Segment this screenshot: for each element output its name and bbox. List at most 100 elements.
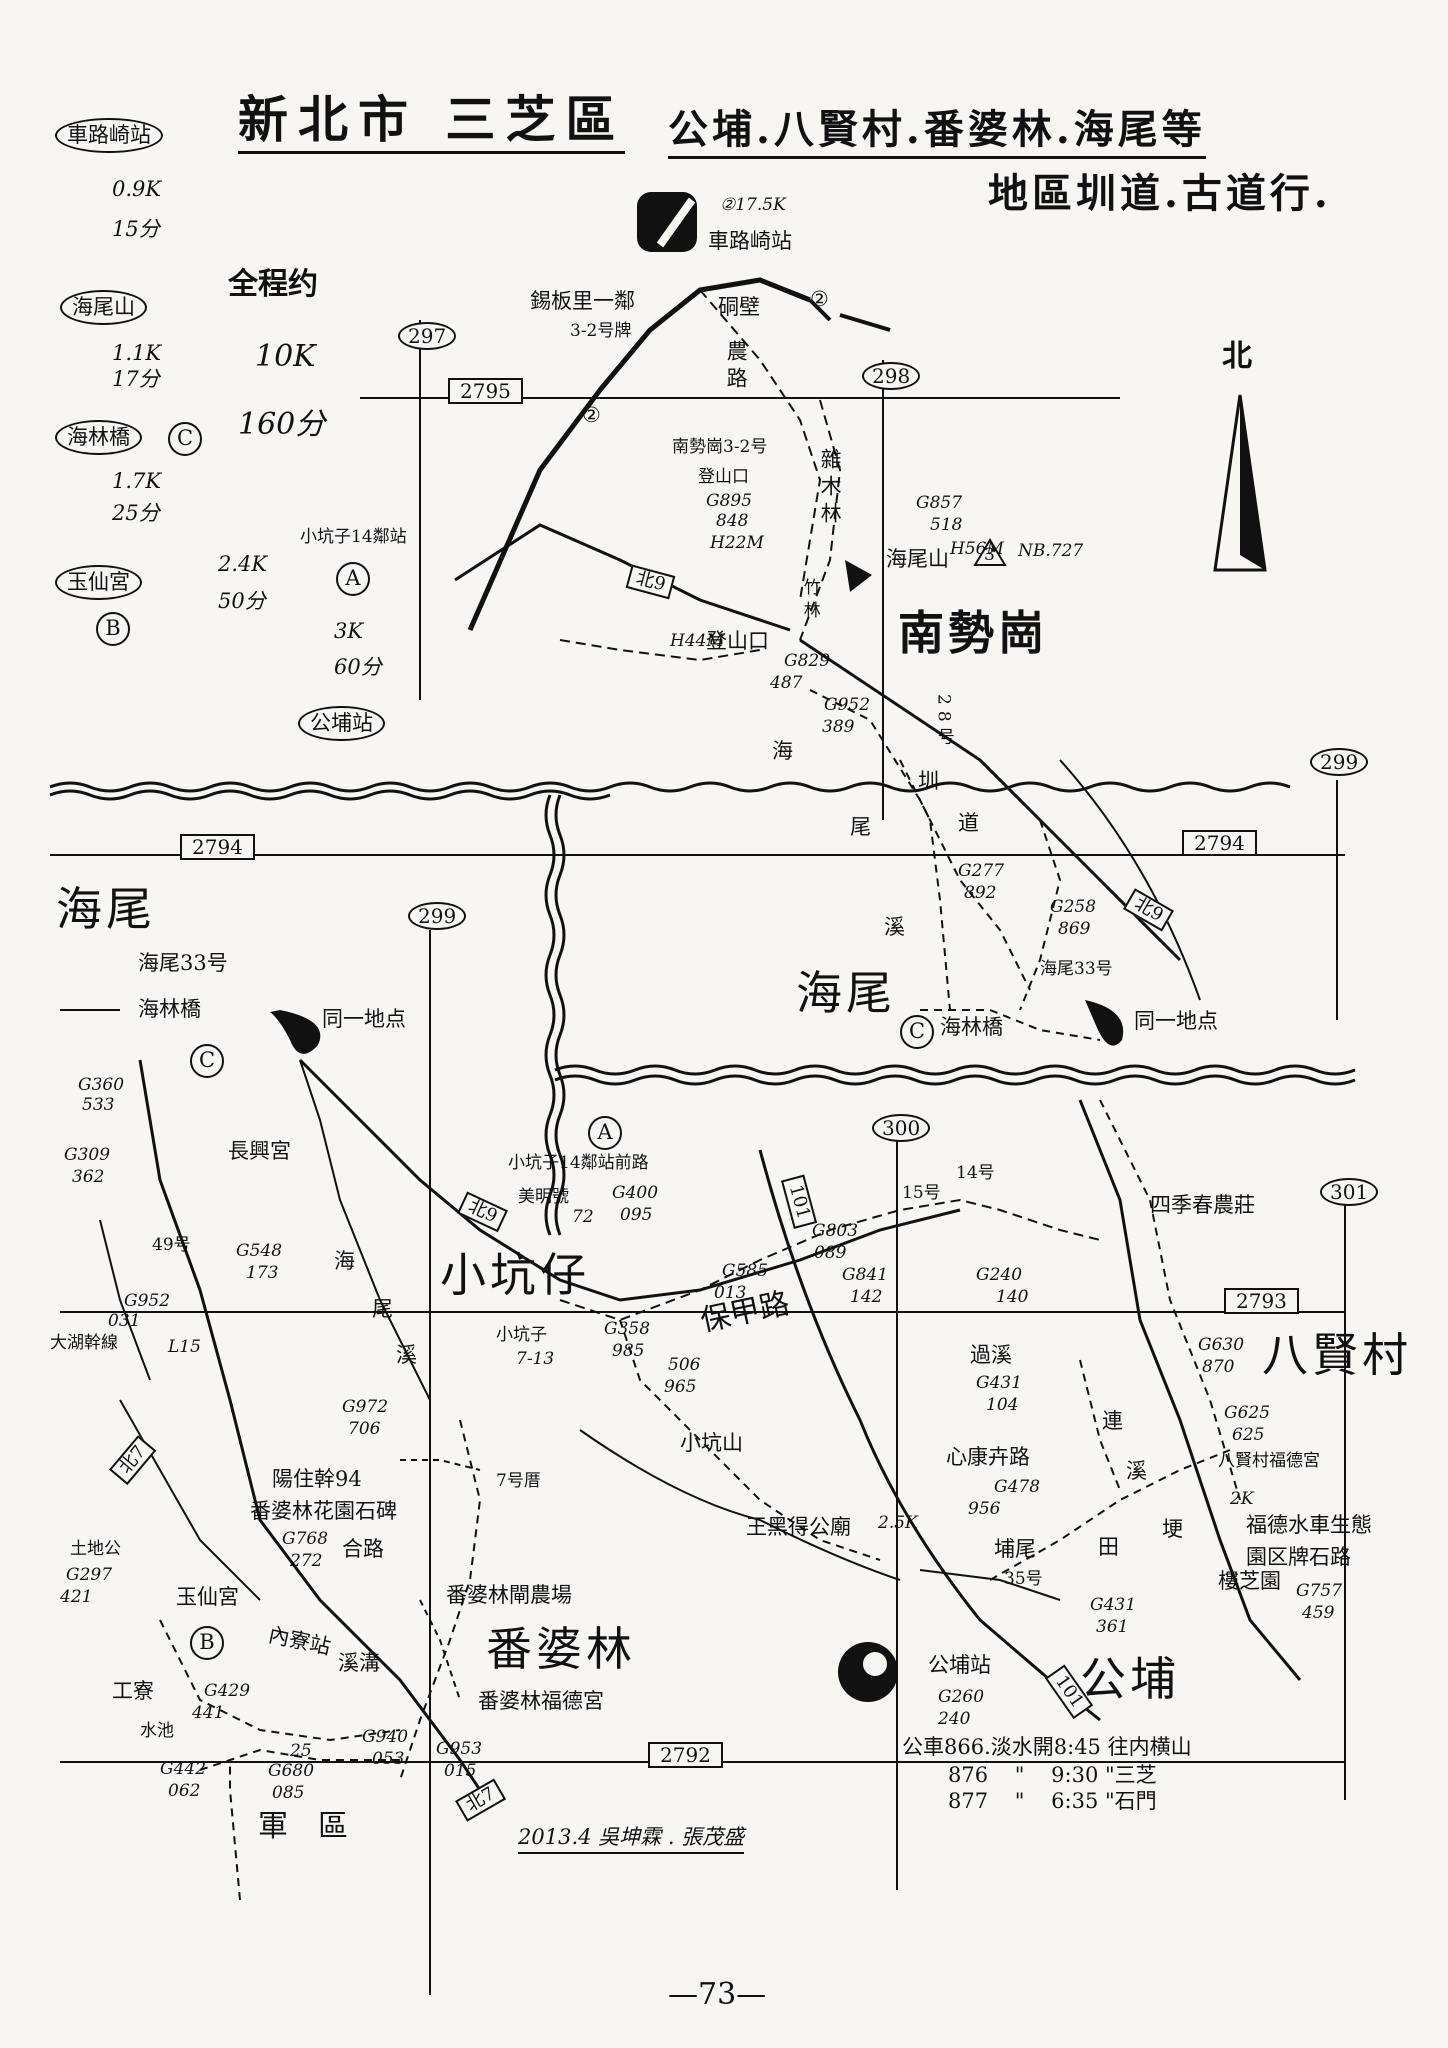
north-arrow-graphic xyxy=(1213,394,1267,572)
inset-g857: G857 xyxy=(916,493,963,513)
page-number: —73— xyxy=(668,1977,767,2012)
inset-no28: 28号 xyxy=(933,694,954,751)
main-g548: G548 xyxy=(236,1241,283,1261)
main-g680: G680 xyxy=(268,1761,315,1781)
canal-path xyxy=(809,689,1031,991)
legend-stop-chelu: 車路崎站 xyxy=(55,118,163,154)
legend-total-time: 160分 xyxy=(238,407,326,442)
main-xiaokeng-shan: 小坑山 xyxy=(680,1431,743,1455)
main-military-area: 軍區 xyxy=(258,1809,378,1844)
main-dahu-l15: L15 xyxy=(168,1337,201,1357)
main-g972: G972 xyxy=(342,1397,389,1417)
inset-h22: H22M xyxy=(710,533,764,553)
inset-triangulation: 3 xyxy=(984,545,995,565)
road-2 xyxy=(467,277,811,632)
main-g240b: 240 xyxy=(938,1709,971,1729)
main-meiming-no: 72 xyxy=(572,1207,594,1227)
main-g421: 421 xyxy=(60,1587,93,1607)
legend-side-dist: 3K xyxy=(334,619,364,643)
main-wangheide-temple: 王黑得公廟 xyxy=(746,1515,851,1539)
main-junction: 合路 xyxy=(342,1537,384,1561)
inset-border-bottom-2 xyxy=(554,1074,1356,1086)
bus-symbols xyxy=(270,192,1124,1702)
main-g431-b: G431 xyxy=(1090,1595,1137,1615)
main-g015: 015 xyxy=(444,1761,477,1781)
grid-number-300: 300 xyxy=(872,1114,931,1142)
main-g400: G400 xyxy=(612,1183,659,1203)
trail-yuxian xyxy=(159,1619,401,1742)
main-same-spot: 同一地点 xyxy=(322,1007,406,1031)
inset-xiban-plate: 3-2号牌 xyxy=(570,321,632,341)
page-subtitle-1: 公埔.八賢村.番婆林.海尾等 xyxy=(668,108,1206,159)
main-no25: 25 xyxy=(290,1741,312,1761)
main-g358: G358 xyxy=(604,1319,651,1339)
inset-farm-road: 農路 xyxy=(724,340,749,394)
inset-dike: 硐壁 xyxy=(718,295,760,319)
inset-border-left xyxy=(544,794,556,1236)
inset-same-spot: 同一地点 xyxy=(1134,1009,1218,1033)
trail-fanpolin xyxy=(399,1419,482,1781)
main-creek: 溪溝 xyxy=(338,1651,380,1675)
inset-area-nanshigang: 南勢崗 xyxy=(898,606,1048,660)
legend-branch-time: 50分 xyxy=(218,589,266,613)
main-dahu-line: 大湖幹線 xyxy=(50,1333,118,1353)
legend-leg1-dist: 0.9K xyxy=(112,177,162,201)
main-g140: 140 xyxy=(996,1287,1029,1307)
main-zhiyuan: 樓芝園 xyxy=(1218,1569,1281,1593)
main-siji-farm: 四季春農莊 xyxy=(1150,1193,1255,1217)
main-no35: 35号 xyxy=(1004,1569,1043,1589)
main-haiwei33: 海尾33号 xyxy=(138,951,228,975)
grid-number-301: 301 xyxy=(1320,1178,1379,1206)
main-lianxi-char-1: 連 xyxy=(1102,1409,1123,1433)
inset-h56: H56M xyxy=(950,539,1004,559)
main-g506: 506 xyxy=(668,1355,701,1375)
grid-number-2795: 2795 xyxy=(448,378,523,404)
inset-route-2b: ② xyxy=(810,287,829,311)
main-g985: 985 xyxy=(612,1341,645,1361)
main-k25: 2.5K xyxy=(878,1513,918,1533)
main-fude-waterwheel-2: 園区牌石路 xyxy=(1246,1545,1351,1569)
main-yuxian-temple: 玉仙宮 xyxy=(176,1585,239,1609)
main-g095: 095 xyxy=(620,1205,653,1225)
main-no15: 15号 xyxy=(902,1183,941,1203)
inset-mark-c: C xyxy=(900,1015,934,1049)
inset-bridge-hailin: 海林橋 xyxy=(940,1015,1003,1039)
inset-g258: G258 xyxy=(1050,897,1097,917)
inset-xiban: 錫板里一鄰 xyxy=(530,289,635,313)
main-stop-xiaokeng14: 小坑子14鄰站前路 xyxy=(508,1153,649,1173)
inset-g277: G277 xyxy=(958,861,1005,881)
main-mark-c: C xyxy=(190,1044,224,1078)
inset-canal-char-4: 道 xyxy=(958,811,979,835)
inset-g518: 518 xyxy=(930,515,963,535)
inset-border-top xyxy=(49,781,1291,793)
road-bei7-east xyxy=(1078,1099,1302,1681)
main-geng: 埂 xyxy=(1162,1517,1183,1541)
main-g841: G841 xyxy=(842,1265,889,1285)
main-g757: G757 xyxy=(1296,1581,1343,1601)
main-g013: 013 xyxy=(714,1283,747,1303)
main-fanpolin-stele: 番婆林花園石碑 xyxy=(250,1499,397,1523)
main-g459: 459 xyxy=(1302,1603,1335,1623)
area-fanpolin: 番婆林 xyxy=(486,1622,636,1676)
main-g768: G768 xyxy=(282,1529,329,1549)
bus-schedule-877: 877 " 6:35 "石門 xyxy=(948,1789,1157,1813)
inset-trailhead-1b: 登山口 xyxy=(698,467,749,487)
legend-total-label: 全程约 xyxy=(228,267,318,302)
map-credit: 2013.4 吳坤霖 . 張茂盛 xyxy=(518,1825,745,1855)
main-g478: G478 xyxy=(994,1477,1041,1497)
legend-branch-dist: 2.4K xyxy=(218,552,268,576)
inset-g952: G952 xyxy=(824,695,871,715)
legend-leg2-time: 17分 xyxy=(112,367,160,391)
main-gongpu-stop: 公埔站 xyxy=(928,1653,991,1677)
inset-border-bottom xyxy=(554,1064,1356,1076)
main-g240: G240 xyxy=(976,1265,1023,1285)
bus-schedule-866: 公車866.淡水開8:45 往内横山 xyxy=(902,1735,1192,1759)
grid-number-2794-west: 2794 xyxy=(180,834,255,860)
inset-g869: 869 xyxy=(1058,919,1091,939)
main-g429: G429 xyxy=(204,1681,251,1701)
main-tian: 田 xyxy=(1098,1535,1119,1559)
grid-number-2794-east: 2794 xyxy=(1182,830,1257,856)
main-g952: G952 xyxy=(124,1291,171,1311)
main-temple-changxing: 長興宮 xyxy=(228,1139,291,1163)
